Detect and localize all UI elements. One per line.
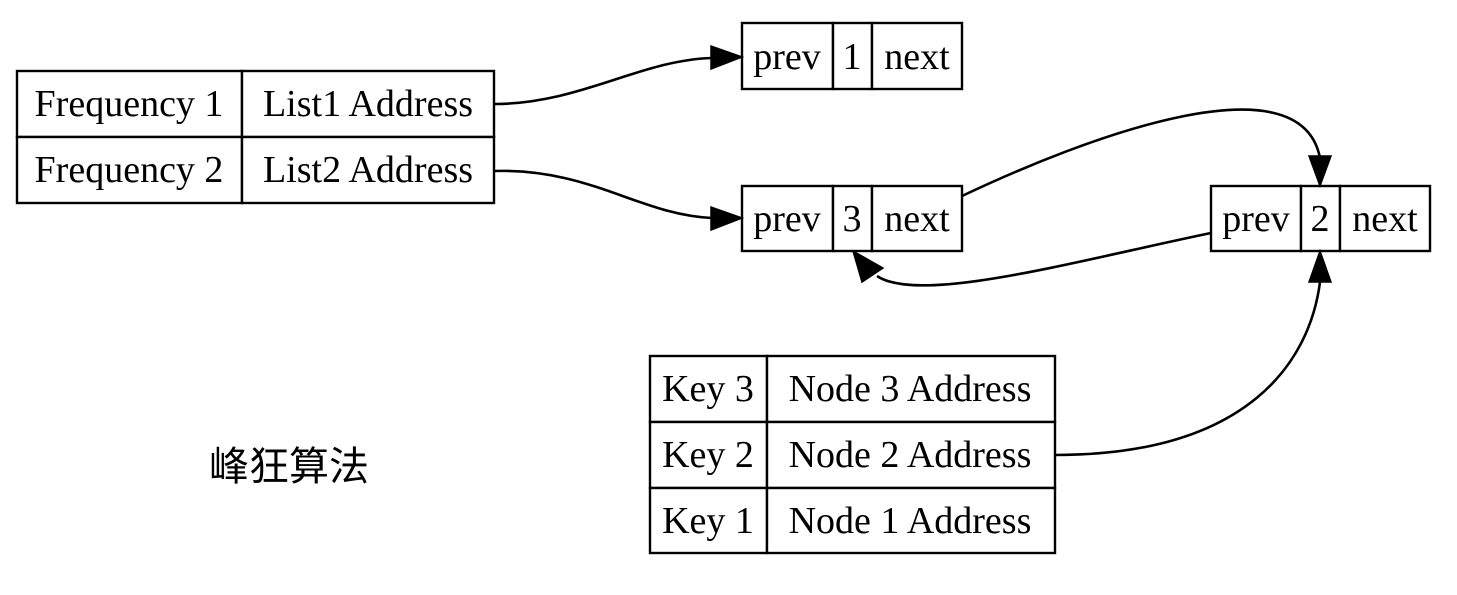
edge-list2-arrowhead xyxy=(710,205,745,232)
list1-address-label: List1 Address xyxy=(263,83,473,125)
edge-node3-next-to-node2 xyxy=(961,108,1322,198)
addr-cell-1 xyxy=(240,69,496,139)
node-2-address-label: Node 2 Address xyxy=(789,434,1032,476)
node2-next-label: next xyxy=(1352,198,1418,240)
freq-cell-1 xyxy=(15,69,244,139)
key-cell-1 xyxy=(648,486,769,555)
key-table: Key 3 Node 3 Address Key 2 Node 2 Addres… xyxy=(648,354,1057,555)
freq-cell-2 xyxy=(15,135,244,205)
node1-value-label: 1 xyxy=(843,36,862,78)
list-node-2: prev 2 next xyxy=(1209,184,1432,253)
node3-prev-label: prev xyxy=(753,198,821,240)
edge-node3-next-arrowhead xyxy=(1307,155,1333,189)
watermark-text: 峰狂算法 xyxy=(209,444,369,490)
node2-prev-label: prev xyxy=(1222,198,1290,240)
node3-value-label: 3 xyxy=(843,198,862,240)
edge-list1-to-node1 xyxy=(493,56,713,106)
node1-prev-label: prev xyxy=(753,36,821,78)
key-cell-2 xyxy=(648,420,769,490)
list-node-1: prev 1 next xyxy=(740,21,964,91)
edge-node2-prev-to-node3 xyxy=(876,231,1212,287)
key-3-label: Key 3 xyxy=(662,368,754,410)
node-1-address-label: Node 1 Address xyxy=(789,500,1032,542)
key-2-label: Key 2 xyxy=(662,434,754,476)
node-3-address-label: Node 3 Address xyxy=(789,368,1032,410)
list2-address-label: List2 Address xyxy=(263,149,473,191)
node1-next-cell xyxy=(870,21,964,91)
edge-list1-arrowhead xyxy=(710,44,745,71)
list-node-3: prev 3 next xyxy=(740,184,964,253)
node-addr-cell-2 xyxy=(765,420,1057,490)
key-cell-3 xyxy=(648,354,769,424)
key-1-label: Key 1 xyxy=(662,500,754,542)
node1-next-label: next xyxy=(884,36,950,78)
frequency-1-label: Frequency 1 xyxy=(35,83,224,125)
node3-next-cell xyxy=(870,184,964,253)
edges xyxy=(493,44,1333,457)
node-addr-cell-1 xyxy=(765,486,1057,555)
node2-next-cell xyxy=(1338,184,1432,253)
frequency-2-label: Frequency 2 xyxy=(35,149,224,191)
edge-list2-to-node3 xyxy=(493,169,713,220)
edge-node2-address-to-node2 xyxy=(1054,281,1322,457)
frequency-table: Frequency 1 List1 Address Frequency 2 Li… xyxy=(15,69,496,205)
edge-node2-address-arrowhead xyxy=(1307,248,1333,283)
node1-prev-cell xyxy=(740,21,835,91)
node3-next-label: next xyxy=(884,198,950,240)
edge-node2-prev-arrowhead xyxy=(851,249,885,284)
node2-value-label: 2 xyxy=(1311,198,1330,240)
